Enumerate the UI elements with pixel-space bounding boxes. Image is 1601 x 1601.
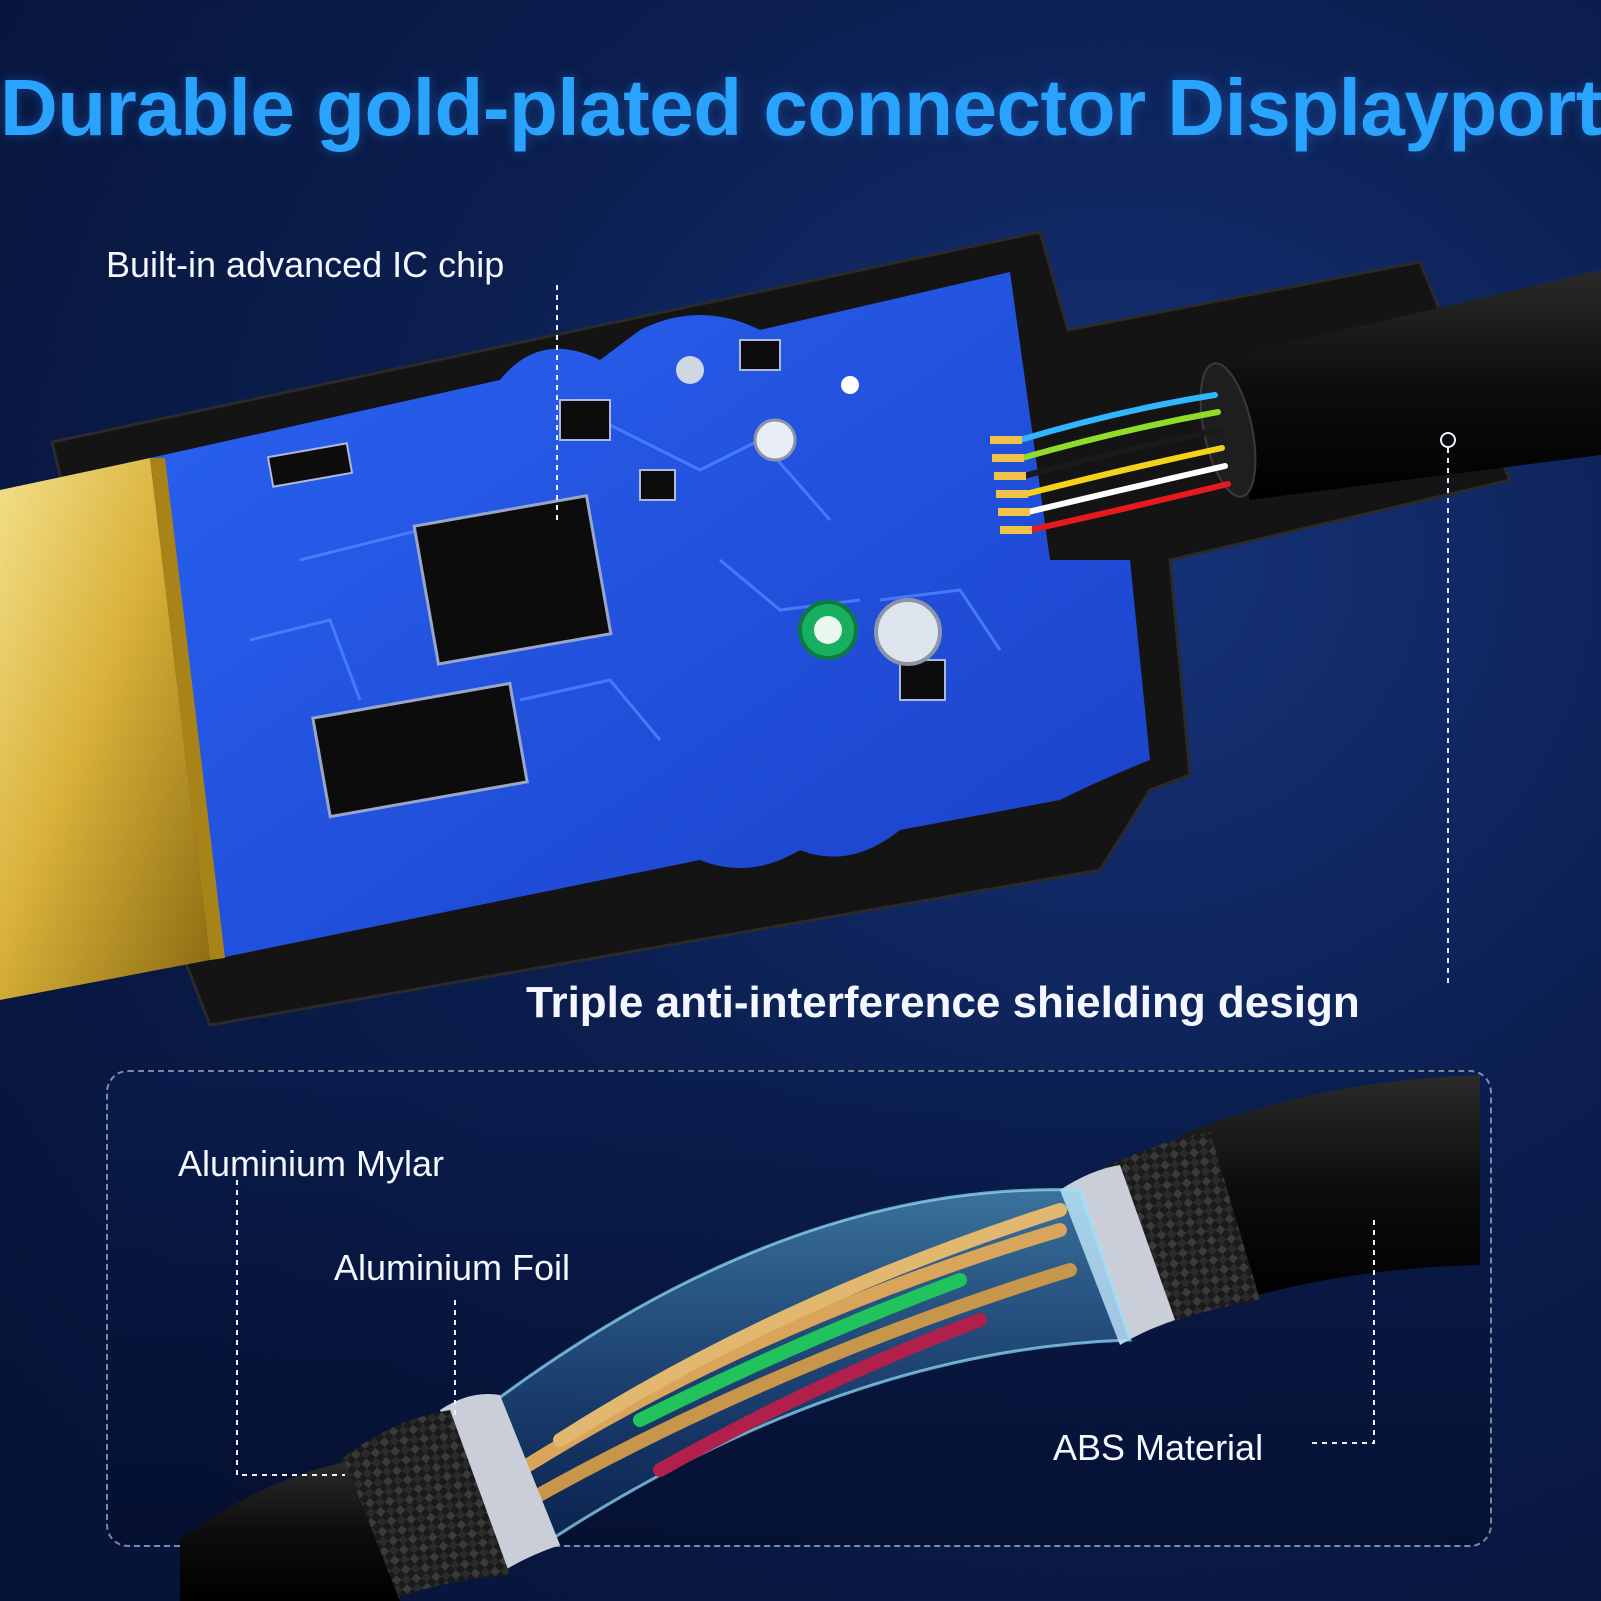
abs-leader — [1312, 1220, 1375, 1444]
foil-label: Aluminium Foil — [334, 1247, 571, 1288]
mylar-leader — [236, 1180, 345, 1476]
main-ic-chip — [412, 494, 613, 666]
ic-chip-label: Built-in advanced IC chip — [106, 244, 505, 285]
shielding-label: Triple anti-interference shielding desig… — [526, 978, 1360, 1027]
headline: Durable gold-plated connector Displaypor… — [0, 63, 1601, 152]
secondary-chip — [311, 681, 529, 819]
mylar-label: Aluminium Mylar — [178, 1143, 445, 1184]
cable-jacket — [1215, 270, 1601, 500]
abs-label: ABS Material — [1053, 1427, 1264, 1468]
signal-wires — [1017, 392, 1231, 533]
abs-jacket — [1180, 1075, 1480, 1300]
braid-shield-left — [340, 1410, 510, 1601]
gold-connector — [0, 458, 210, 1000]
